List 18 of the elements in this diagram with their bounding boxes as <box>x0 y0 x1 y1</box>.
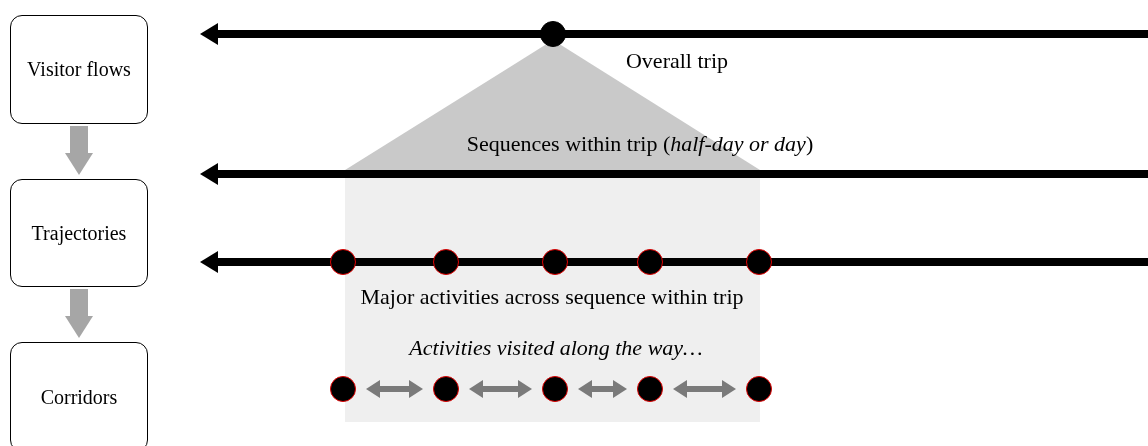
dot <box>330 249 356 275</box>
double-arrow <box>673 380 736 398</box>
level-label: Sequences within trip (half-day or day) <box>466 131 814 157</box>
stage-box <box>10 15 148 124</box>
level-label: Overall trip <box>626 48 728 74</box>
stage-name: Trajectories <box>31 220 127 246</box>
dot <box>330 376 356 402</box>
stage-name: Visitor flows <box>27 57 131 82</box>
stage-box <box>10 179 148 287</box>
stage-name: Corridors <box>40 384 118 410</box>
double-arrow <box>366 380 423 398</box>
level-label: Activities visited along the way… <box>409 335 703 361</box>
double-arrow <box>578 380 627 398</box>
stage-box <box>10 342 148 446</box>
level-label: Major activities across sequence within trip <box>360 284 744 310</box>
block-arrow <box>65 289 93 338</box>
block-arrow <box>65 126 93 175</box>
double-arrow <box>469 380 532 398</box>
